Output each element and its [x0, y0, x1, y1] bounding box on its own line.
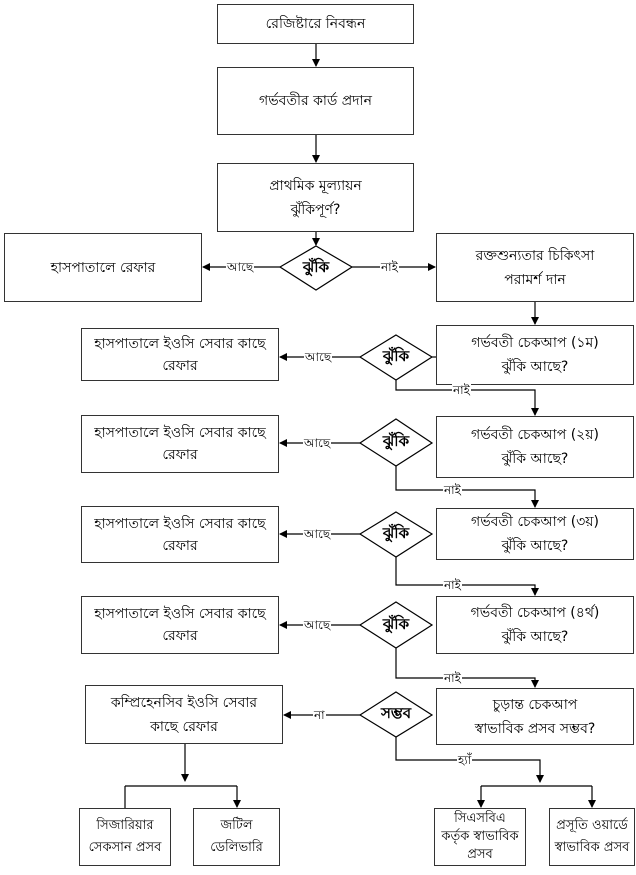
step-registration: রেজিষ্টারে নিবন্ধন — [217, 4, 414, 44]
step-checkup-3: গর্ভবতী চেকআপ (৩য়) ঝুঁকি আছে? — [436, 508, 634, 560]
edge-label-no: নাই — [443, 578, 462, 592]
step-text: রক্তশুন্যতার চিকিৎসা — [475, 247, 595, 264]
step-text: হাসপাতালে ইওসি সেবার কাছে — [94, 606, 266, 622]
step-text: কাছে রেফার — [150, 718, 218, 735]
arrow-risk4-no — [395, 648, 539, 688]
edge-label-no: নাই — [452, 383, 471, 397]
step-ceoc-refer: কম্প্রিহেনসিব ইওসি সেবার কাছে রেফার — [85, 685, 283, 744]
step-text: প্রাথমিক মূল্যায়ন — [269, 177, 362, 194]
edge-label-no: না — [313, 708, 326, 722]
step-text: ঝুঁকি আছে? — [501, 451, 569, 467]
decision-possible: সম্ভব — [360, 692, 432, 737]
step-text: হাসপাতালে ইওসি সেবার কাছে — [94, 335, 266, 352]
decision-risk-1: ঝুঁকি — [360, 335, 432, 380]
step-text: হাসপাতালে ইওসি সেবার কাছে — [94, 425, 266, 441]
step-ward-delivery: প্রসূতি ওয়ার্ডে স্বাভাবিক প্রসব — [549, 808, 635, 866]
step-anemia-counselling: রক্তশুন্যতার চিকিৎসা পরামর্শ দান — [436, 233, 634, 302]
arrow-risk3-no — [395, 557, 539, 596]
step-text: ঝুঁকি আছে? — [501, 629, 569, 645]
step-checkup-2: গর্ভবতী চেকআপ (২য়) ঝুঁকি আছে? — [436, 416, 634, 478]
edge-label-no: নাই — [380, 260, 399, 274]
step-text: গর্ভবতী চেকআপ (২য়) — [471, 427, 599, 443]
step-text: হাসপাতালে ইওসি সেবার কাছে — [94, 515, 266, 532]
step-text: ঝুঁকি আছে? — [501, 359, 569, 375]
edge-label-yes: আছে — [303, 436, 332, 450]
step-csba-delivery: সিএসবিএ কর্তৃক স্বাভাবিক প্রসব — [434, 808, 526, 866]
step-text: প্রসব — [467, 847, 493, 862]
step-text: রেফার — [162, 447, 198, 463]
step-text: সেকসান প্রসব — [88, 840, 162, 855]
edge-label-yes: আছে — [303, 527, 332, 541]
step-text: চুড়ান্ত চেকআপ — [492, 696, 578, 713]
step-eoc-refer-1: হাসপাতালে ইওসি সেবার কাছে রেফার — [81, 328, 279, 381]
edge-label-yes: আছে — [226, 260, 255, 274]
step-text: রেজিষ্টারে নিবন্ধন — [265, 16, 366, 32]
step-final-checkup: চুড়ান্ত চেকআপ স্বাভাবিক প্রসব সম্ভব? — [436, 688, 634, 745]
step-complex-delivery: জটিল ডেলিভারি — [193, 808, 280, 866]
step-initial-assessment: প্রাথমিক মূল্যায়ন ঝুঁকিপূর্ণ? — [217, 163, 414, 232]
step-eoc-refer-4: হাসপাতালে ইওসি সেবার কাছে রেফার — [81, 596, 279, 654]
risk-diamond-shape — [278, 245, 354, 291]
decision-text: ঝুঁকি — [302, 257, 330, 276]
step-text: স্বাভাবিক প্রসব সম্ভব? — [474, 720, 596, 737]
step-text: কম্প্রিহেনসিব ইওসি সেবার — [110, 694, 258, 711]
decision-text: ঝুঁকি — [382, 432, 410, 450]
edge-label-yes: আছে — [304, 350, 333, 364]
step-text: ঝুঁকিপূর্ণ? — [290, 201, 341, 218]
step-text: সিজারিয়ার — [96, 818, 154, 833]
step-text: গর্ভবতী চেকআপ (১ম) — [471, 335, 599, 351]
step-cesarean: সিজারিয়ার সেকসান প্রসব — [79, 808, 171, 866]
step-text: জটিল — [220, 818, 253, 833]
step-text: পরামর্শ দান — [504, 271, 566, 288]
step-checkup-4: গর্ভবতী চেকআপ (৪র্থ) ঝুঁকি আছে? — [436, 596, 634, 654]
step-text: রেফার — [162, 628, 198, 644]
decision-risk-3: ঝুঁকি — [360, 512, 432, 557]
decision-risk-2: ঝুঁকি — [360, 419, 432, 466]
edge-label-no: নাই — [443, 483, 462, 497]
edge-label-yes: আছে — [303, 618, 332, 632]
step-hospital-refer: হাসপাতালে রেফার — [4, 233, 202, 302]
step-text: গর্ভবতী চেকআপ (৩য়) — [471, 514, 599, 530]
step-text: স্বাভাবিক প্রসব — [554, 840, 630, 855]
step-text: ঝুঁকি আছে? — [501, 538, 569, 554]
decision-risk-initial: ঝুঁকি — [280, 246, 352, 290]
decision-text: ঝুঁকি — [382, 347, 410, 365]
edge-label-no: নাই — [443, 671, 462, 685]
step-text: রেফার — [162, 357, 198, 374]
decision-text: ঝুঁকি — [382, 524, 410, 542]
step-text: ডেলিভারি — [210, 840, 263, 855]
decision-risk-4: ঝুঁকি — [360, 602, 432, 648]
step-text: প্রসূতি ওয়ার্ডে — [556, 818, 628, 833]
decision-text: ঝুঁকি — [382, 614, 410, 633]
decision-text: সম্ভব — [380, 704, 412, 722]
step-text: কর্তৃক স্বাভাবিক — [441, 829, 519, 844]
arrow-risk2-no — [395, 466, 539, 508]
step-checkup-1: গর্ভবতী চেকআপ (১ম) ঝুঁকি আছে? — [436, 325, 634, 385]
step-text: গর্ভবতীর কার্ড প্রদান — [259, 93, 372, 109]
edge-label-yes: হ্যাঁ — [457, 753, 473, 767]
step-text: সিএসবিএ — [454, 811, 506, 826]
step-eoc-refer-2: হাসপাতালে ইওসি সেবার কাছে রেফার — [81, 415, 279, 473]
step-card: গর্ভবতীর কার্ড প্রদান — [217, 67, 414, 135]
step-text: গর্ভবতী চেকআপ (৪র্থ) — [470, 605, 600, 621]
step-text: হাসপাতালে রেফার — [50, 259, 156, 276]
step-text: রেফার — [162, 537, 198, 554]
step-eoc-refer-3: হাসপাতালে ইওসি সেবার কাছে রেফার — [81, 506, 279, 563]
